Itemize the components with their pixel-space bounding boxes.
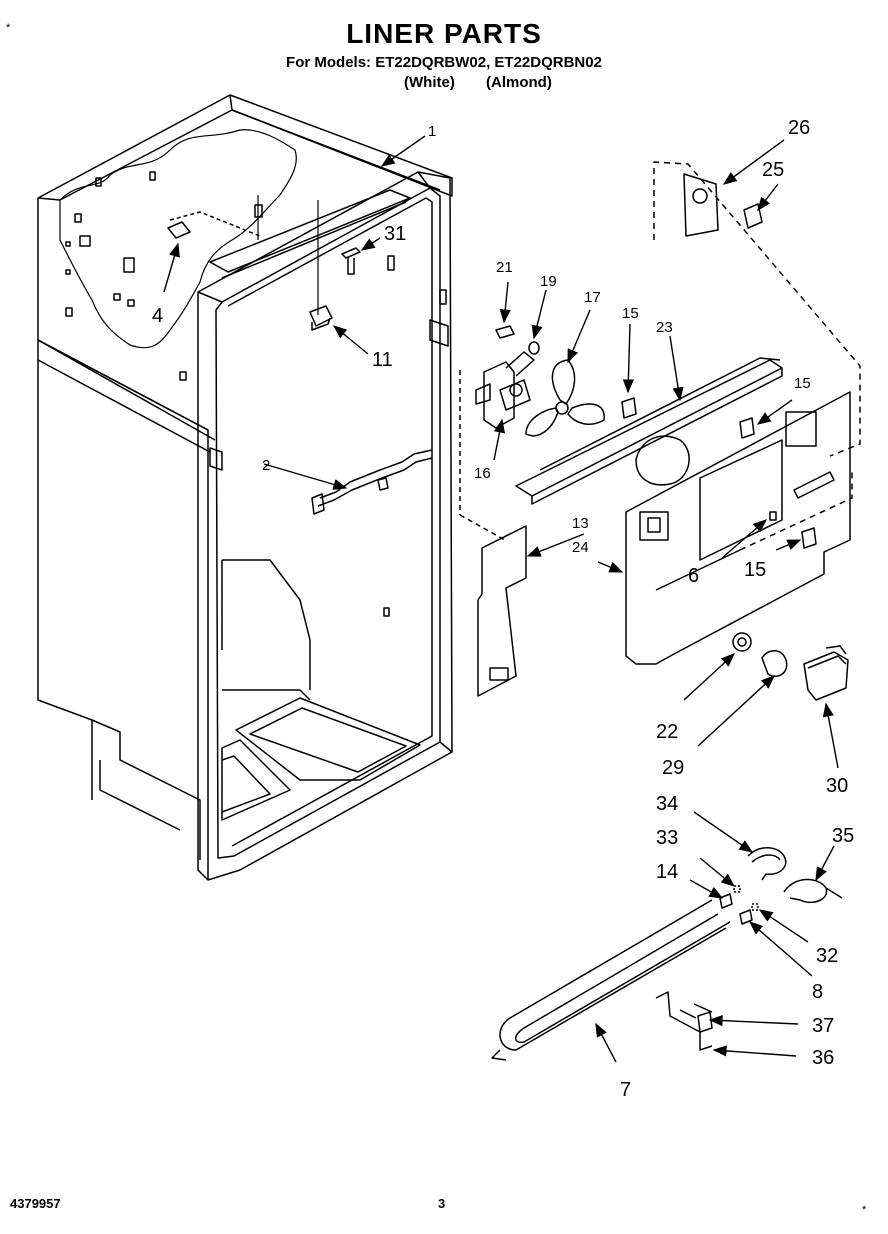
- part-17-fan-blade: [525, 359, 605, 437]
- part-25-screw: [743, 203, 763, 229]
- color-almond-label: (Almond): [486, 74, 552, 91]
- part-19-bushing: [528, 341, 540, 355]
- part-37-screw: [697, 1011, 713, 1033]
- part-23-grille: [515, 357, 783, 505]
- callout-30: 30: [826, 775, 848, 797]
- callout-14: 14: [656, 861, 678, 883]
- callout-4: 4: [152, 305, 163, 327]
- callout-36: 36: [812, 1047, 834, 1069]
- part-2-harness: [311, 449, 433, 515]
- leader-arrows: [163, 135, 839, 1063]
- callout-25: 25: [762, 159, 784, 181]
- callout-1: 1: [428, 123, 436, 140]
- part-15-screw-c: [801, 527, 817, 549]
- callout-16: 16: [474, 465, 491, 482]
- part-8-fitting: [739, 909, 753, 925]
- callout-21: 21: [496, 259, 513, 276]
- callout-17: 17: [584, 289, 601, 306]
- corner-mark-right: *: [862, 1204, 867, 1216]
- page-number: 3: [438, 1196, 446, 1211]
- callout-19: 19: [540, 273, 557, 290]
- callout-8: 8: [812, 981, 823, 1003]
- part-11-connector: [309, 305, 333, 331]
- callout-33: 33: [656, 827, 678, 849]
- part-26-plate: [683, 173, 719, 237]
- callout-35: 35: [832, 825, 854, 847]
- callout-31: 31: [384, 223, 406, 245]
- part-15-screw-a: [621, 397, 637, 419]
- part-32-fitting: [751, 903, 759, 911]
- part-30-cap: [803, 645, 849, 701]
- callout-15b: 15: [794, 375, 811, 392]
- callout-13: 13: [572, 515, 589, 532]
- part-21-screw: [495, 325, 515, 339]
- part-7-heater: [491, 899, 731, 1061]
- callout-6: 6: [688, 565, 699, 587]
- corner-mark-left: *: [6, 22, 11, 34]
- callout-labels: 1 2 4 6 7 8 11 13 14 15 15 15 16 17 19 2…: [152, 117, 854, 1101]
- callout-15c: 15: [744, 559, 766, 581]
- callout-37: 37: [812, 1015, 834, 1037]
- callout-2: 2: [262, 457, 270, 474]
- models-line: For Models: ET22DQRBW02, ET22DQRBN02: [286, 54, 602, 71]
- callout-7: 7: [620, 1079, 631, 1101]
- part-16-motor: [475, 351, 535, 429]
- part-35-spring: [783, 878, 843, 904]
- part-14-fitting: [719, 893, 733, 909]
- part-33-fitting: [733, 885, 741, 893]
- callout-11: 11: [372, 349, 393, 371]
- callout-32: 32: [816, 945, 838, 967]
- color-white-label: (White): [404, 74, 455, 91]
- part-31-pin: [341, 247, 361, 275]
- callout-23: 23: [656, 319, 673, 336]
- callout-26: 26: [788, 117, 810, 139]
- part-13-duct: [459, 370, 527, 697]
- part-29-bulb: [761, 650, 788, 678]
- part-number: 4379957: [10, 1196, 61, 1211]
- part-36-bracket: [655, 991, 713, 1051]
- part-4-clip: [167, 221, 191, 239]
- callout-24: 24: [572, 539, 589, 556]
- callout-34: 34: [656, 793, 678, 815]
- part-24-panel: [625, 391, 853, 665]
- callout-22: 22: [656, 721, 678, 743]
- liner-body: [37, 94, 453, 881]
- part-15-screw-b: [739, 417, 755, 439]
- part-22-socket: [732, 632, 752, 652]
- part-26-bracket-outline: [653, 161, 861, 457]
- callout-29: 29: [662, 757, 684, 779]
- part-34-spring: [747, 847, 787, 881]
- page-title: LINER PARTS: [346, 18, 542, 49]
- callout-15a: 15: [622, 305, 639, 322]
